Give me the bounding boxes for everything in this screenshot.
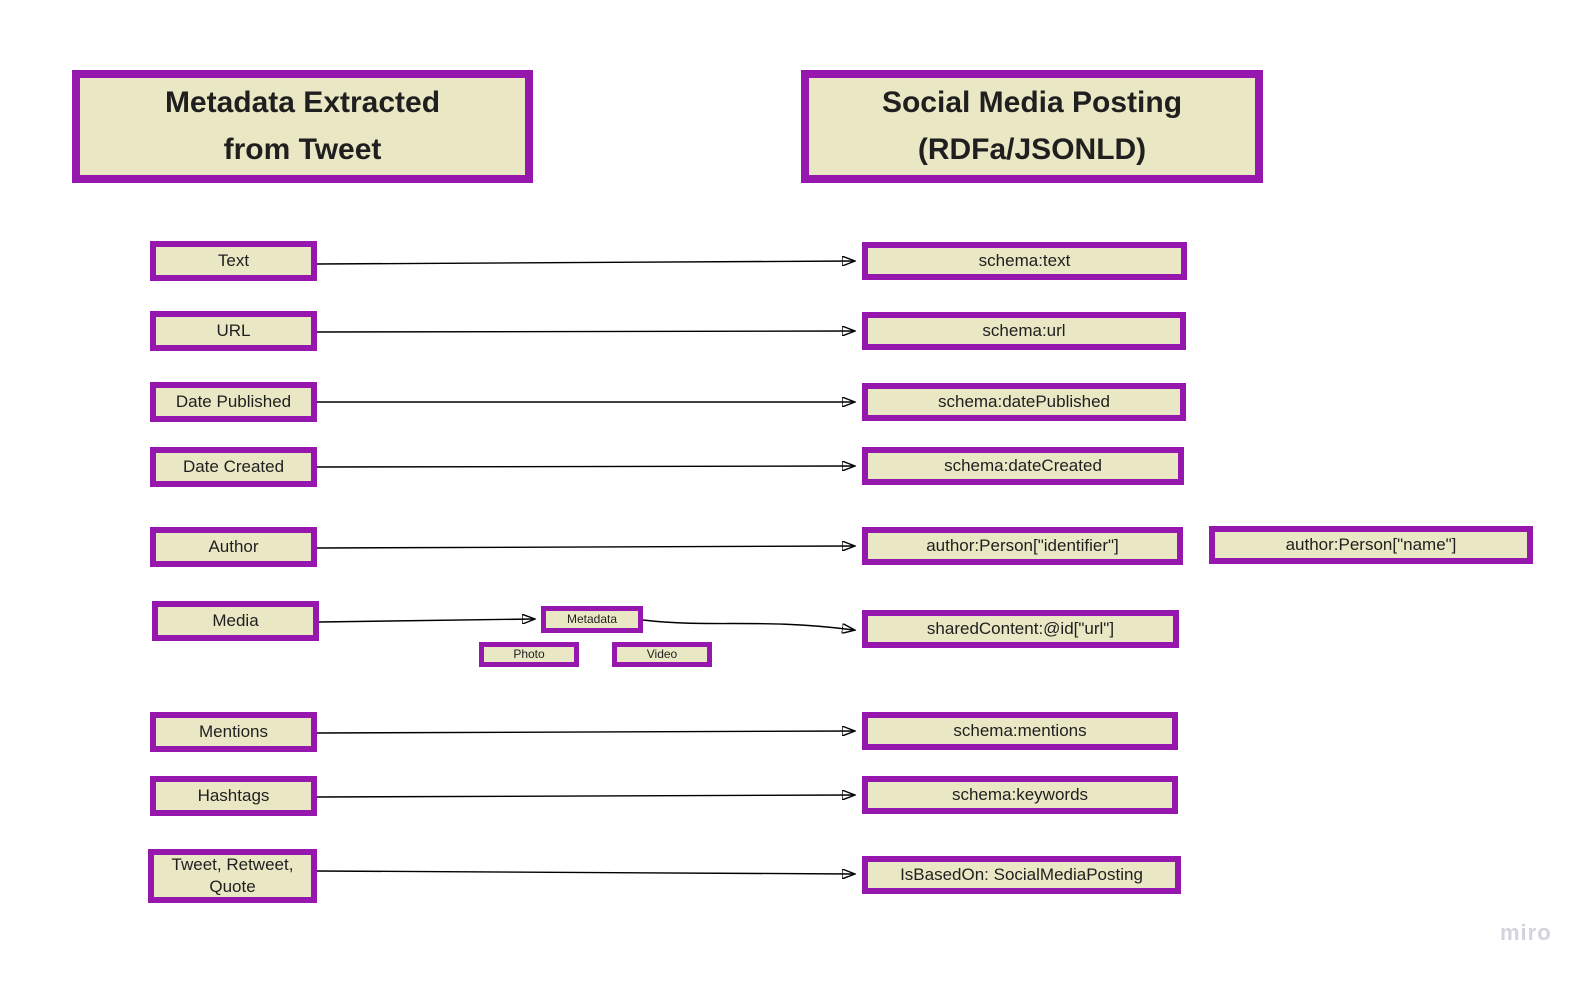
connector-hashtags-to-schema-keywords xyxy=(316,795,854,797)
node-text: Text xyxy=(150,241,317,281)
connector-author-to-person-identifier xyxy=(316,546,854,548)
node-author-person-identifier-label: author:Person["identifier"] xyxy=(926,535,1119,555)
node-url-label: URL xyxy=(216,320,251,340)
node-schema-text: schema:text xyxy=(862,242,1187,280)
connector-media-to-metadata xyxy=(318,619,534,622)
node-text-label: Text xyxy=(217,250,250,270)
node-photo: Photo xyxy=(479,642,579,667)
header-social-media-posting: Social Media Posting (RDFa/JSONLD) xyxy=(801,70,1263,183)
node-tweet-retweet-quote: Tweet, Retweet, Quote xyxy=(148,849,317,903)
node-date-published-label: Date Published xyxy=(175,391,292,411)
node-schema-date-created: schema:dateCreated xyxy=(862,447,1184,485)
node-date-created: Date Created xyxy=(150,447,317,487)
node-shared-content: sharedContent:@id["url"] xyxy=(862,610,1179,648)
header-metadata-extracted: Metadata Extracted from Tweet xyxy=(72,70,533,183)
header-metadata-extracted-label: Metadata Extracted from Tweet xyxy=(164,86,441,166)
node-schema-keywords: schema:keywords xyxy=(862,776,1178,814)
node-hashtags: Hashtags xyxy=(150,776,317,816)
node-schema-date-created-label: schema:dateCreated xyxy=(944,455,1102,475)
node-date-published: Date Published xyxy=(150,382,317,422)
node-mentions-label: Mentions xyxy=(199,721,268,741)
connector-mentions-to-schema-mentions xyxy=(316,731,854,733)
node-is-based-on: IsBasedOn: SocialMediaPosting xyxy=(862,856,1181,894)
node-schema-url: schema:url xyxy=(862,312,1186,350)
node-author: Author xyxy=(150,527,317,567)
node-schema-url-label: schema:url xyxy=(982,320,1066,340)
node-tweet-retweet-quote-label: Tweet, Retweet, Quote xyxy=(171,854,294,896)
connector-metadata-to-sharedcontent xyxy=(642,619,854,630)
node-author-label: Author xyxy=(208,536,259,556)
header-social-media-posting-label: Social Media Posting (RDFa/JSONLD) xyxy=(881,86,1183,166)
node-photo-label: Photo xyxy=(513,646,545,661)
node-metadata: Metadata xyxy=(541,606,643,633)
node-metadata-label: Metadata xyxy=(566,611,618,626)
node-hashtags-label: Hashtags xyxy=(197,785,270,805)
node-is-based-on-label: IsBasedOn: SocialMediaPosting xyxy=(900,864,1143,884)
node-video-label: Video xyxy=(646,646,678,661)
node-schema-keywords-label: schema:keywords xyxy=(951,784,1089,804)
node-schema-date-published: schema:datePublished xyxy=(862,383,1186,421)
node-video: Video xyxy=(612,642,712,667)
node-media-label: Media xyxy=(212,610,259,630)
node-media: Media xyxy=(152,601,319,641)
connector-text-to-schema-text xyxy=(316,261,854,264)
node-schema-mentions-label: schema:mentions xyxy=(953,720,1087,740)
connector-datecreated-to-schema-datecreated xyxy=(316,466,854,467)
connector-url-to-schema-url xyxy=(316,331,854,332)
node-author-person-identifier: author:Person["identifier"] xyxy=(862,527,1183,565)
node-shared-content-label: sharedContent:@id["url"] xyxy=(926,618,1115,638)
connector-tweet-to-isbasedon xyxy=(316,871,854,874)
node-url: URL xyxy=(150,311,317,351)
node-date-created-label: Date Created xyxy=(182,456,285,476)
node-schema-text-label: schema:text xyxy=(978,250,1071,270)
node-mentions: Mentions xyxy=(150,712,317,752)
node-author-person-name: author:Person["name"] xyxy=(1209,526,1533,564)
node-author-person-name-label: author:Person["name"] xyxy=(1285,534,1457,554)
miro-watermark: miro xyxy=(1500,920,1552,945)
node-schema-date-published-label: schema:datePublished xyxy=(937,391,1110,411)
node-schema-mentions: schema:mentions xyxy=(862,712,1178,750)
